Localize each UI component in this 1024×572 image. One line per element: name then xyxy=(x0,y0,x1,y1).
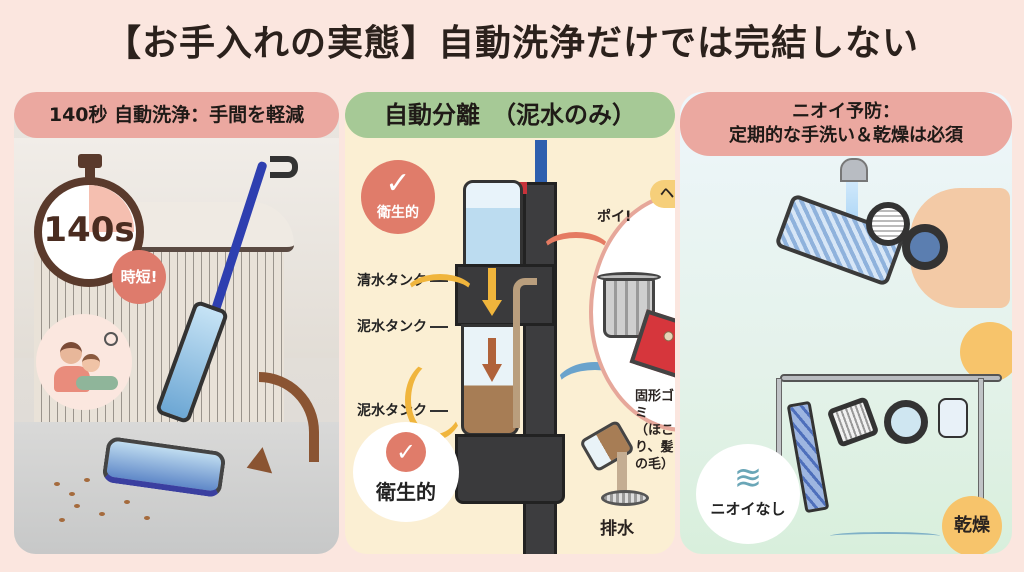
solid-waste-label: 固形ゴミ （ほこり、髪の毛） xyxy=(635,388,675,473)
curved-arrow-icon xyxy=(259,372,319,462)
pouring-water xyxy=(617,452,627,492)
dirt-speck xyxy=(84,478,90,482)
dirt-speck xyxy=(99,512,105,516)
debris-dot xyxy=(662,330,675,343)
drain-label: 排水 xyxy=(600,519,634,539)
hanging-tray xyxy=(938,398,968,438)
legs xyxy=(76,376,118,390)
stopwatch-icon-stem xyxy=(85,166,95,180)
dirt-speck xyxy=(69,492,75,496)
header-line-1: ニオイ予防： xyxy=(792,101,900,122)
dirt-speck xyxy=(59,518,65,522)
hanging-filter-cylinder xyxy=(826,396,880,448)
clock-icon xyxy=(104,332,118,346)
dirt-speck xyxy=(54,482,60,486)
panel-odor-prevention: ニオイ予防： 定期的な手洗い＆乾燥は必須 ≋ ニオイなし 乾燥 xyxy=(680,92,1012,554)
hanging-filter-ring xyxy=(884,400,928,444)
hygiene-badge-top: ✓ 衛生的 xyxy=(361,160,435,234)
dirt-speck xyxy=(74,504,80,508)
flow-arrow-stem xyxy=(488,338,496,366)
solid-waste-detail: （ほこり、髪の毛） xyxy=(635,423,675,472)
check-icon: ✓ xyxy=(386,432,426,472)
page-title: 【お手入れの実態】自動洗浄だけでは完結しない xyxy=(104,23,919,64)
filter-ring-icon xyxy=(902,224,948,270)
child-head xyxy=(82,354,100,372)
parent-head xyxy=(60,342,82,364)
drying-badge: 乾燥 xyxy=(942,496,1002,554)
panel-auto-separation: 自動分離 （泥水のみ） ✓ 衛生的 清水タンク 泥水タンク 泥水タンク ヘッドで… xyxy=(345,92,675,554)
panel-header: ニオイ予防： 定期的な手洗い＆乾燥は必須 xyxy=(680,92,1012,156)
curved-arrow-icon xyxy=(541,232,611,272)
hygiene-badge-bottom: ✓ 衛生的 xyxy=(353,422,459,522)
curved-arrow-icon xyxy=(555,362,635,412)
no-odor-badge: ≋ ニオイなし xyxy=(696,444,800,544)
time-saving-badge: 時短! xyxy=(112,250,166,304)
check-icon: ✓ xyxy=(385,166,411,201)
hygiene-label: 衛生的 xyxy=(376,480,436,504)
header-line-2: 定期的な手洗い＆乾燥は必須 xyxy=(729,125,963,146)
red-latch xyxy=(519,182,527,194)
solid-waste-title: 固形ゴミ xyxy=(635,389,675,421)
station-base xyxy=(455,434,565,504)
dirt-speck xyxy=(124,500,130,504)
curved-arrow-icon xyxy=(405,274,475,314)
timer-label: 140s xyxy=(43,210,135,250)
panel-header: 自動分離 （泥水のみ） xyxy=(345,92,675,138)
family-relax-icon xyxy=(36,314,132,410)
wind-icon: ≋ xyxy=(733,458,763,498)
arrow-down-icon xyxy=(482,364,502,382)
drying-rack-bar xyxy=(780,374,1002,382)
clean-water-tank xyxy=(463,180,523,270)
toss-exclaim: ポイ! xyxy=(597,209,632,225)
station-pole xyxy=(535,140,547,184)
no-odor-label: ニオイなし xyxy=(710,500,786,518)
panel-auto-wash: 140秒 自動洗浄：手間を軽減 140s 時短! xyxy=(14,92,339,554)
dirt-speck xyxy=(144,516,150,520)
drain-icon xyxy=(601,490,649,506)
label-dirty-tank: 泥水タンク xyxy=(357,316,448,336)
airflow-line xyxy=(830,532,940,540)
faucet-icon xyxy=(840,158,868,182)
mud-pipe xyxy=(513,278,537,428)
panel-header: 140秒 自動洗浄：手間を軽減 xyxy=(14,92,339,138)
mop-grip xyxy=(270,156,298,178)
head-recovery-pill: ヘッドで回収 xyxy=(650,180,675,208)
arrow-down-icon xyxy=(482,300,502,316)
stopwatch-icon-button xyxy=(78,154,102,168)
hygiene-label: 衛生的 xyxy=(377,205,419,221)
flow-arrow-stem xyxy=(488,268,496,302)
sun-icon xyxy=(960,322,1012,382)
